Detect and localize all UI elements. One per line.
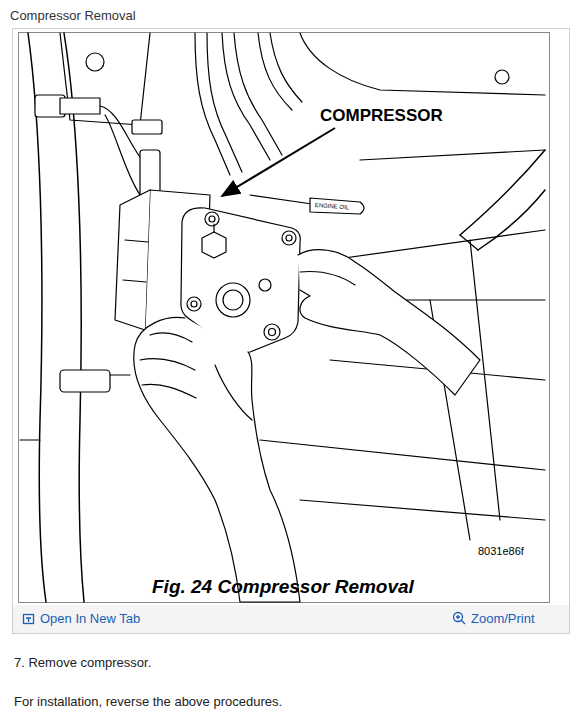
zoom-print-link: Zoom/Print — [471, 611, 535, 626]
figure-code: 8031e86f — [478, 545, 524, 557]
figure-caption: Fig. 24 Compressor Removal — [152, 576, 414, 598]
page-heading: Compressor Removal — [10, 8, 136, 23]
step-text: 7. Remove compressor. — [14, 655, 151, 670]
open-tab-link: Open In New Tab — [40, 611, 140, 626]
part-label: COMPRESSOR — [318, 106, 445, 126]
note-text: For installation, reverse the above proc… — [14, 694, 282, 709]
